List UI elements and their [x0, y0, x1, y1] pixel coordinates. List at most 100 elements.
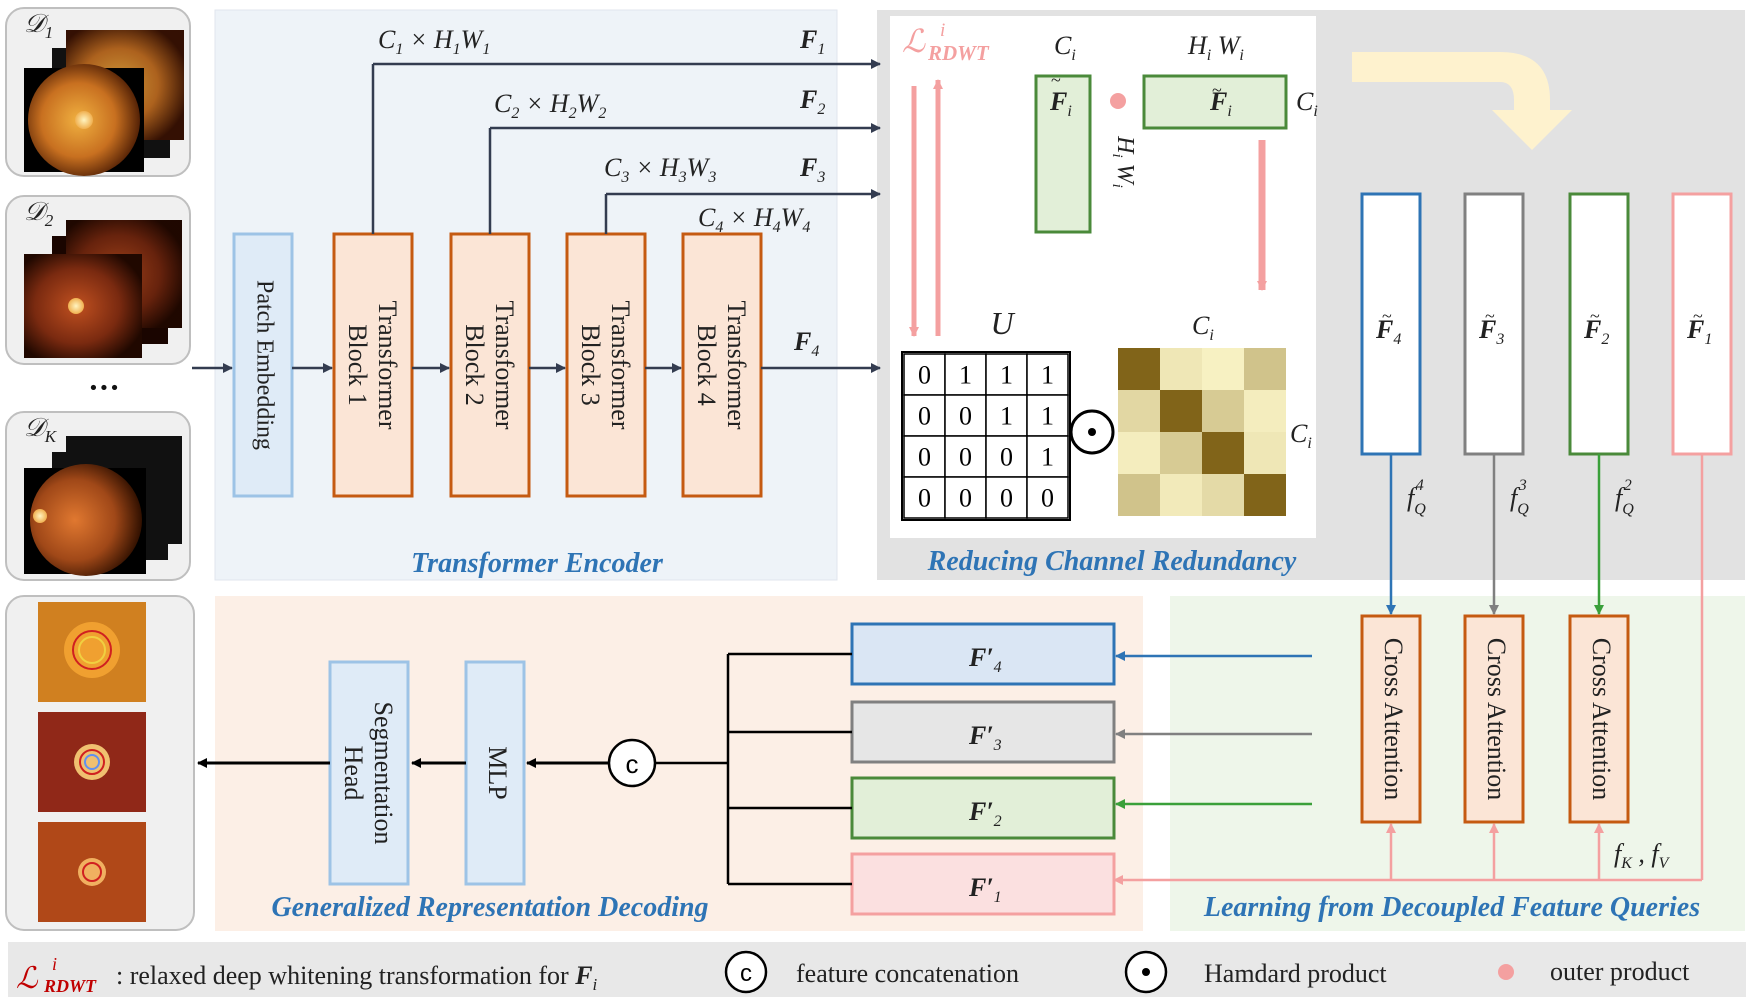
- svg-text:ℒ: ℒ: [902, 23, 926, 59]
- cross-attention-label-2: Cross Attention: [1482, 638, 1511, 801]
- cross-attention-block-1: [1360, 614, 1422, 824]
- heatmap-cell: [1160, 390, 1202, 432]
- f-tilde-box-label-3: F3: [1478, 315, 1504, 348]
- flow-curved-arrow: [1352, 52, 1572, 150]
- fprime-box-4: [850, 622, 1116, 686]
- f-tilde-row-box: [1142, 74, 1288, 130]
- f-tilde-column-box: [1034, 74, 1092, 234]
- heatmap-cell: [1118, 432, 1160, 474]
- legend-concat-text: feature concatenation: [796, 959, 1019, 988]
- transformer-block-3: [565, 232, 647, 498]
- dataset-group-k: 𝒟K: [5, 411, 191, 581]
- outer-product-dot: [1110, 93, 1126, 109]
- svg-text:~: ~: [1212, 80, 1222, 100]
- u-matrix-value: 0: [918, 484, 931, 513]
- svg-text:c: c: [740, 960, 752, 987]
- queries-panel: [1170, 596, 1745, 931]
- heatmap-cell: [1244, 474, 1286, 516]
- heatmap-cell: [1244, 390, 1286, 432]
- feature-f-label-1: F1: [799, 25, 825, 58]
- heatmap-cell: [1160, 348, 1202, 390]
- u-matrix-cell: [985, 394, 1028, 437]
- heatmap-cell: [1118, 390, 1160, 432]
- mlp-box: [464, 660, 526, 886]
- f-tilde-row-label: Fi: [1209, 87, 1232, 120]
- segmentation-head-box: [328, 660, 410, 886]
- legend-hadamard-text: Hamdard product: [1204, 959, 1387, 988]
- svg-text:i: i: [52, 954, 57, 974]
- feature-dim-label-1: C1 × H1W1: [378, 25, 490, 58]
- patch-embedding-label: Patch Embedding: [251, 280, 277, 450]
- u-matrix-value: 1: [1041, 402, 1054, 431]
- u-matrix-cell: [985, 353, 1028, 396]
- transformer-block-label-4: TransformerBlock 4: [692, 300, 751, 429]
- svg-text:RDWT: RDWT: [43, 976, 97, 996]
- u-matrix-cell: [944, 394, 987, 437]
- svg-text:~: ~: [1590, 306, 1600, 326]
- fprime-label-1: F′1: [968, 873, 1002, 906]
- dataset-group-1: 𝒟1: [5, 7, 191, 177]
- output-thumbnails: [5, 595, 195, 931]
- u-matrix-value: 0: [918, 361, 931, 390]
- u-matrix-cell: [903, 476, 946, 519]
- fprime-box-3: [850, 700, 1116, 764]
- heatmap-cell: [1160, 474, 1202, 516]
- legend-outer-text: outer product: [1550, 957, 1690, 986]
- u-matrix-cell: [1026, 476, 1069, 519]
- legend: ℒ i RDWT : relaxed deep whitening transf…: [16, 950, 1690, 996]
- transformer-block-2: [449, 232, 531, 498]
- heatmap-cell: [1244, 432, 1286, 474]
- u-matrix-value: 0: [1000, 443, 1013, 472]
- fprime-label-2: F′2: [968, 797, 1002, 830]
- feature-f-label-4: F4: [793, 327, 819, 360]
- legend-bar: [8, 942, 1746, 997]
- fprime-feature-boxes: F′4F′3F′2F′1: [655, 622, 1116, 916]
- legend-outer-icon: [1498, 964, 1514, 980]
- u-matrix-cell: [1026, 353, 1069, 396]
- u-matrix-value: 0: [959, 484, 972, 513]
- u-matrix-value: 0: [918, 443, 931, 472]
- encoder-title: Transformer Encoder: [411, 548, 664, 579]
- dataset-group-2: 𝒟2: [5, 195, 191, 365]
- u-matrix-value: 0: [959, 443, 972, 472]
- svg-text:~: ~: [1382, 306, 1392, 326]
- feature-dim-label-4: C4 × H4W4: [698, 203, 810, 236]
- transformer-block-4: [681, 232, 763, 498]
- svg-text:RDWT: RDWT: [927, 41, 990, 65]
- feature-dim-label-3: C3 × H3W3: [604, 153, 716, 186]
- transformer-block-label-3: TransformerBlock 3: [576, 300, 635, 429]
- hw-label-vertical: Hi Wi: [1109, 135, 1138, 188]
- queries-title: Learning from Decoupled Feature Queries: [1203, 892, 1700, 923]
- correlation-heatmap: [1118, 348, 1286, 516]
- u-label: U: [990, 305, 1015, 341]
- feature-dim-label-2: C2 × H2W2: [494, 89, 606, 122]
- cross-attention-block-3: [1568, 614, 1630, 824]
- decoding-title: Generalized Representation Decoding: [271, 892, 708, 923]
- query-label-2: fQ2: [1615, 477, 1634, 518]
- ci-label-top: Ci: [1054, 31, 1076, 64]
- concat-symbol-letter: c: [626, 749, 639, 779]
- heatmap-cell: [1202, 474, 1244, 516]
- cross-attention-label-3: Cross Attention: [1587, 638, 1616, 801]
- u-matrix-value: 0: [1000, 484, 1013, 513]
- fprime-label-4: F′4: [968, 643, 1002, 676]
- legend-loss-symbol: ℒ: [16, 962, 39, 995]
- segmentation-head-label: SegmentationHead: [339, 702, 398, 845]
- svg-text:~: ~: [1051, 70, 1061, 90]
- fprime-label-3: F′3: [968, 721, 1002, 754]
- heatmap-cell: [1118, 348, 1160, 390]
- f-tilde-box-label-4: F4: [1375, 315, 1401, 348]
- mlp-label: MLP: [483, 746, 512, 799]
- heatmap-cell: [1202, 390, 1244, 432]
- fprime-box-2: [850, 776, 1116, 840]
- heatmap-cell: [1202, 348, 1244, 390]
- u-matrix-value: 1: [1041, 361, 1054, 390]
- dataset-ellipsis: •••: [88, 378, 120, 399]
- u-matrix-cell: [985, 435, 1028, 478]
- u-matrix-value: 1: [1000, 361, 1013, 390]
- transformer-block-label-2: TransformerBlock 2: [460, 300, 519, 429]
- svg-text:~: ~: [1485, 306, 1495, 326]
